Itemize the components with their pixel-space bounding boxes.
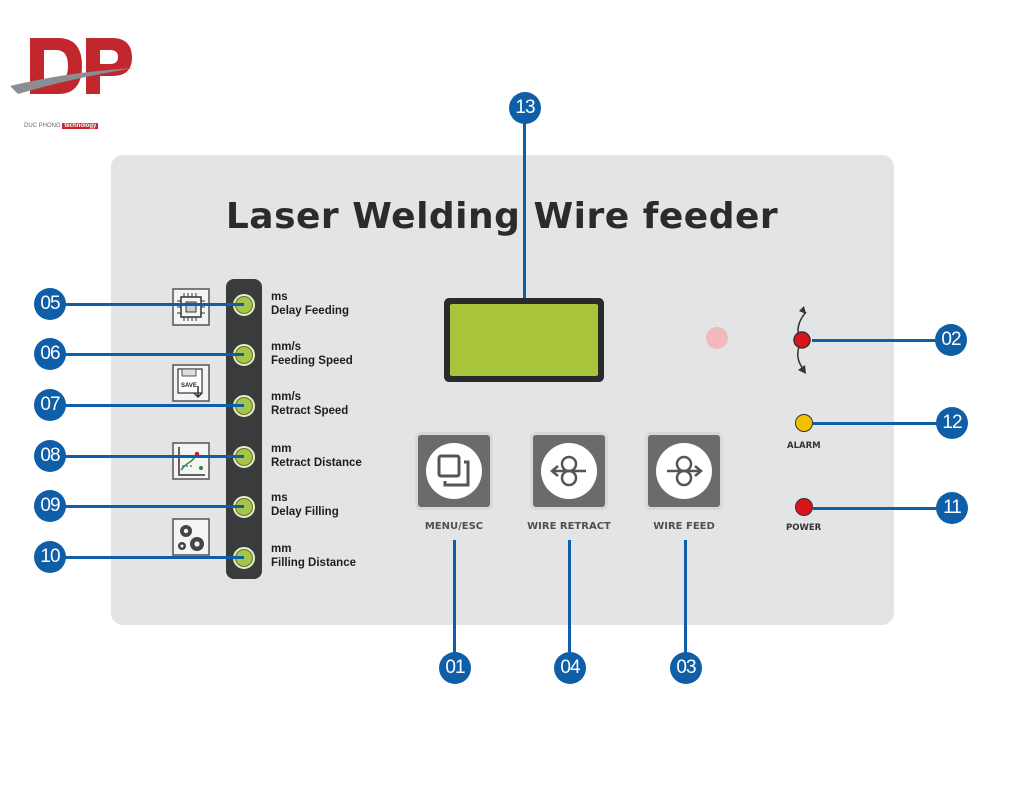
param-feeding-speed: mm/s Feeding Speed — [271, 340, 353, 368]
save-icon: SAVE — [172, 364, 210, 402]
param-name: Retract Speed — [271, 405, 349, 417]
param-name: Delay Filling — [271, 506, 339, 518]
button-face — [656, 443, 712, 499]
lcd-screen — [450, 304, 598, 376]
company-logo: DUC PHONG technology — [8, 28, 138, 129]
leader-line-05 — [64, 303, 244, 306]
param-filling-distance: mm Filling Distance — [271, 542, 356, 570]
callout-09: 09 — [34, 490, 66, 522]
wire-feed-button[interactable] — [645, 432, 723, 510]
leader-line-09 — [64, 505, 244, 508]
graph-icon — [172, 442, 210, 480]
param-unit: mm — [271, 443, 292, 455]
param-retract-speed: mm/s Retract Speed — [271, 390, 348, 418]
callout-04: 04 — [554, 652, 586, 684]
callout-05: 05 — [34, 288, 66, 320]
logo-company-text: DUC PHONG — [24, 123, 61, 129]
param-name: Filling Distance — [271, 557, 356, 569]
callout-13: 13 — [509, 92, 541, 124]
callout-07: 07 — [34, 389, 66, 421]
logo-tag-text: technology — [62, 123, 99, 129]
callout-10: 10 — [34, 541, 66, 573]
menu-layers-icon — [437, 454, 470, 487]
callout-02: 02 — [935, 324, 967, 356]
parameter-led-strip — [226, 279, 262, 579]
param-unit: mm/s — [271, 391, 302, 403]
leader-line-04 — [568, 540, 571, 655]
leader-line-10 — [64, 556, 244, 559]
param-retract-distance: mm Retract Distance — [271, 442, 362, 470]
leader-line-01 — [453, 540, 456, 655]
wire-retract-label: WIRE RETRACT — [527, 521, 611, 532]
param-delay-filling: ms Delay Filling — [271, 491, 339, 519]
param-unit: mm — [271, 543, 292, 555]
callout-12: 12 — [936, 407, 968, 439]
button-face — [541, 443, 597, 499]
gears-icon — [172, 518, 210, 556]
save-icon-label: SAVE — [181, 383, 197, 389]
param-delay-feeding: ms Delay Feeding — [271, 290, 349, 318]
callout-11: 11 — [936, 492, 968, 524]
leader-line-08 — [64, 455, 244, 458]
callout-01: 01 — [439, 652, 471, 684]
power-label: POWER — [786, 523, 822, 533]
param-name: Delay Feeding — [271, 305, 349, 317]
retract-arrow-icon — [550, 455, 586, 487]
rotary-knob-icon — [793, 306, 811, 374]
ir-sensor — [706, 327, 728, 349]
param-unit: mm/s — [271, 341, 302, 353]
dp-logo-icon — [10, 38, 134, 94]
chip-icon — [172, 288, 210, 326]
param-unit: ms — [271, 492, 288, 504]
power-led — [795, 498, 813, 516]
leader-line-13 — [523, 120, 526, 298]
leader-line-12 — [813, 422, 943, 425]
alarm-label: ALARM — [787, 441, 821, 451]
lcd-display — [444, 298, 604, 382]
leader-line-03 — [684, 540, 687, 655]
panel-title: Laser Welding Wire feeder — [225, 196, 779, 237]
param-name: Retract Distance — [271, 457, 362, 469]
logo-caption: DUC PHONG technology — [24, 123, 99, 129]
menu-esc-label: MENU/ESC — [424, 521, 484, 532]
button-face — [426, 443, 482, 499]
feed-arrow-icon — [667, 455, 703, 487]
alarm-led — [795, 414, 813, 432]
param-name: Feeding Speed — [271, 355, 353, 367]
param-unit: ms — [271, 291, 288, 303]
leader-line-11 — [813, 507, 943, 510]
callout-03: 03 — [670, 652, 702, 684]
callout-06: 06 — [34, 338, 66, 370]
wire-feed-label: WIRE FEED — [653, 521, 715, 532]
leader-line-06 — [64, 353, 244, 356]
wire-retract-button[interactable] — [530, 432, 608, 510]
menu-esc-button[interactable] — [415, 432, 493, 510]
rotary-knob[interactable] — [784, 302, 824, 378]
leader-line-07 — [64, 404, 244, 407]
callout-08: 08 — [34, 440, 66, 472]
leader-line-02 — [812, 339, 942, 342]
